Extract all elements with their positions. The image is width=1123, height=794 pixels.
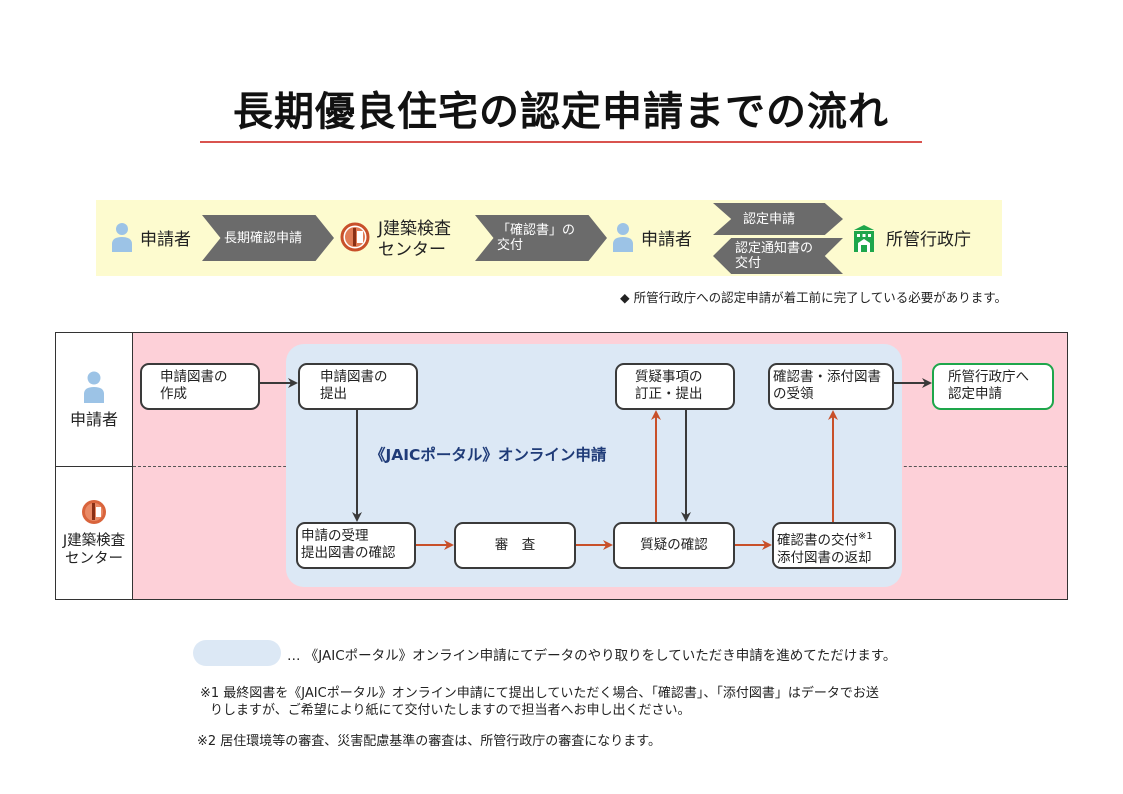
node-text-line: 所管行政庁へ	[948, 369, 1029, 385]
node-apply-to-authority: 所管行政庁へ 認定申請	[932, 363, 1054, 410]
node-receive-documents: 確認書・添付図書 の受領	[768, 363, 894, 410]
node-submit-documents: 申請図書の 提出	[298, 363, 418, 410]
node-text-line: 添付図書の返却	[777, 549, 872, 566]
node-text-line: 認定申請	[948, 386, 1002, 402]
band-jaic: J建築検査 センター	[378, 219, 451, 261]
footnote-2: ※2 居住環境等の審査、災害配慮基準の審査は、所管行政庁の審査になります。	[197, 734, 661, 749]
band-applicant-2: 申請者	[641, 230, 692, 250]
lane-label-jaic: J建築検査 センター	[56, 532, 132, 568]
footnote-1: ※1 最終図書を《JAICポータル》オンライン申請にて提出していただく場合、「確…	[200, 685, 879, 719]
band-jaic-line2: センター	[378, 240, 446, 260]
title-underline	[200, 141, 922, 143]
band-applicant-1: 申請者	[140, 230, 191, 250]
band-step-issue-confirmation: 「確認書」の 交付	[475, 215, 607, 261]
node-create-documents: 申請図書の 作成	[140, 363, 260, 410]
node-text-line: 訂正・提出	[635, 386, 703, 402]
node-text-line: 申請図書の	[320, 369, 388, 385]
band-step-label: 認定申請	[743, 211, 796, 227]
node-issue-and-return: 確認書の交付※1 添付図書の返却	[772, 522, 896, 569]
jaic-logo-icon	[340, 222, 370, 252]
lane-divider	[56, 466, 132, 467]
band-step-label: 「確認書」の 交付	[497, 223, 575, 253]
band-step-label-line2: 交付	[497, 238, 524, 253]
lane-label-jaic-line2: センター	[65, 551, 123, 567]
band-step-label-line1: 「確認書」の	[497, 223, 576, 238]
footnote-1-line2: りしますが、ご希望により紙にて交付いたしますので担当者へお申し出ください。	[210, 703, 691, 718]
band-authority: 所管行政庁	[886, 230, 971, 250]
legend-portal-swatch	[193, 640, 281, 666]
node-question-check: 質疑の確認	[613, 522, 735, 569]
portal-label: 《JAICポータル》オンライン申請	[370, 446, 607, 464]
node-text-line: 確認書の交付※1	[777, 528, 891, 550]
node-review: 審 査	[454, 522, 576, 569]
node-text-line: 申請の受理	[301, 528, 369, 544]
node-text: 確認書の交付	[777, 532, 858, 549]
band-step-label-line2: 交付	[735, 256, 762, 271]
node-accept-and-check: 申請の受理 提出図書の確認	[296, 522, 416, 569]
lane-label-jaic-line1: J建築検査	[62, 533, 126, 549]
legend-portal-text: … 《JAICポータル》オンライン申請にてデータのやり取りをしていただき申請を進…	[287, 648, 897, 664]
node-text-line: 提出	[320, 386, 347, 402]
band-step-certification-application: 認定申請	[713, 203, 843, 235]
node-correct-and-submit: 質疑事項の 訂正・提出	[615, 363, 735, 410]
band-step-label: 認定通知書の 交付	[735, 241, 813, 271]
page-title: 長期優良住宅の認定申請までの流れ	[233, 89, 889, 135]
node-text-line: 確認書・添付図書	[773, 369, 881, 385]
lane-label-applicant: 申請者	[69, 410, 118, 429]
band-jaic-line1: J建築検査	[378, 219, 452, 239]
band-step-long-confirm-application: 長期確認申請	[202, 215, 334, 261]
node-text-line: 申請図書の	[160, 369, 228, 385]
node-text-line: 質疑事項の	[635, 369, 703, 385]
person-icon	[112, 223, 132, 252]
jaic-logo-icon	[82, 500, 106, 524]
node-text-line: の受領	[773, 386, 814, 402]
node-text-line: 提出図書の確認	[301, 545, 396, 561]
footnote-marker: ※1	[858, 531, 873, 542]
band-step-certification-notice: 認定通知書の 交付	[713, 238, 843, 274]
footnote-1-line1: ※1 最終図書を《JAICポータル》オンライン申請にて提出していただく場合、「確…	[200, 686, 879, 701]
node-text-line: 作成	[160, 386, 187, 402]
government-building-icon	[854, 225, 874, 252]
band-step-label-line1: 認定通知書の	[735, 241, 814, 256]
person-icon	[613, 223, 633, 252]
band-step-label: 長期確認申請	[224, 230, 303, 246]
completion-requirement-note: ◆ 所管行政庁への認定申請が着工前に完了している必要があります。	[620, 290, 1007, 305]
person-icon	[84, 371, 104, 403]
